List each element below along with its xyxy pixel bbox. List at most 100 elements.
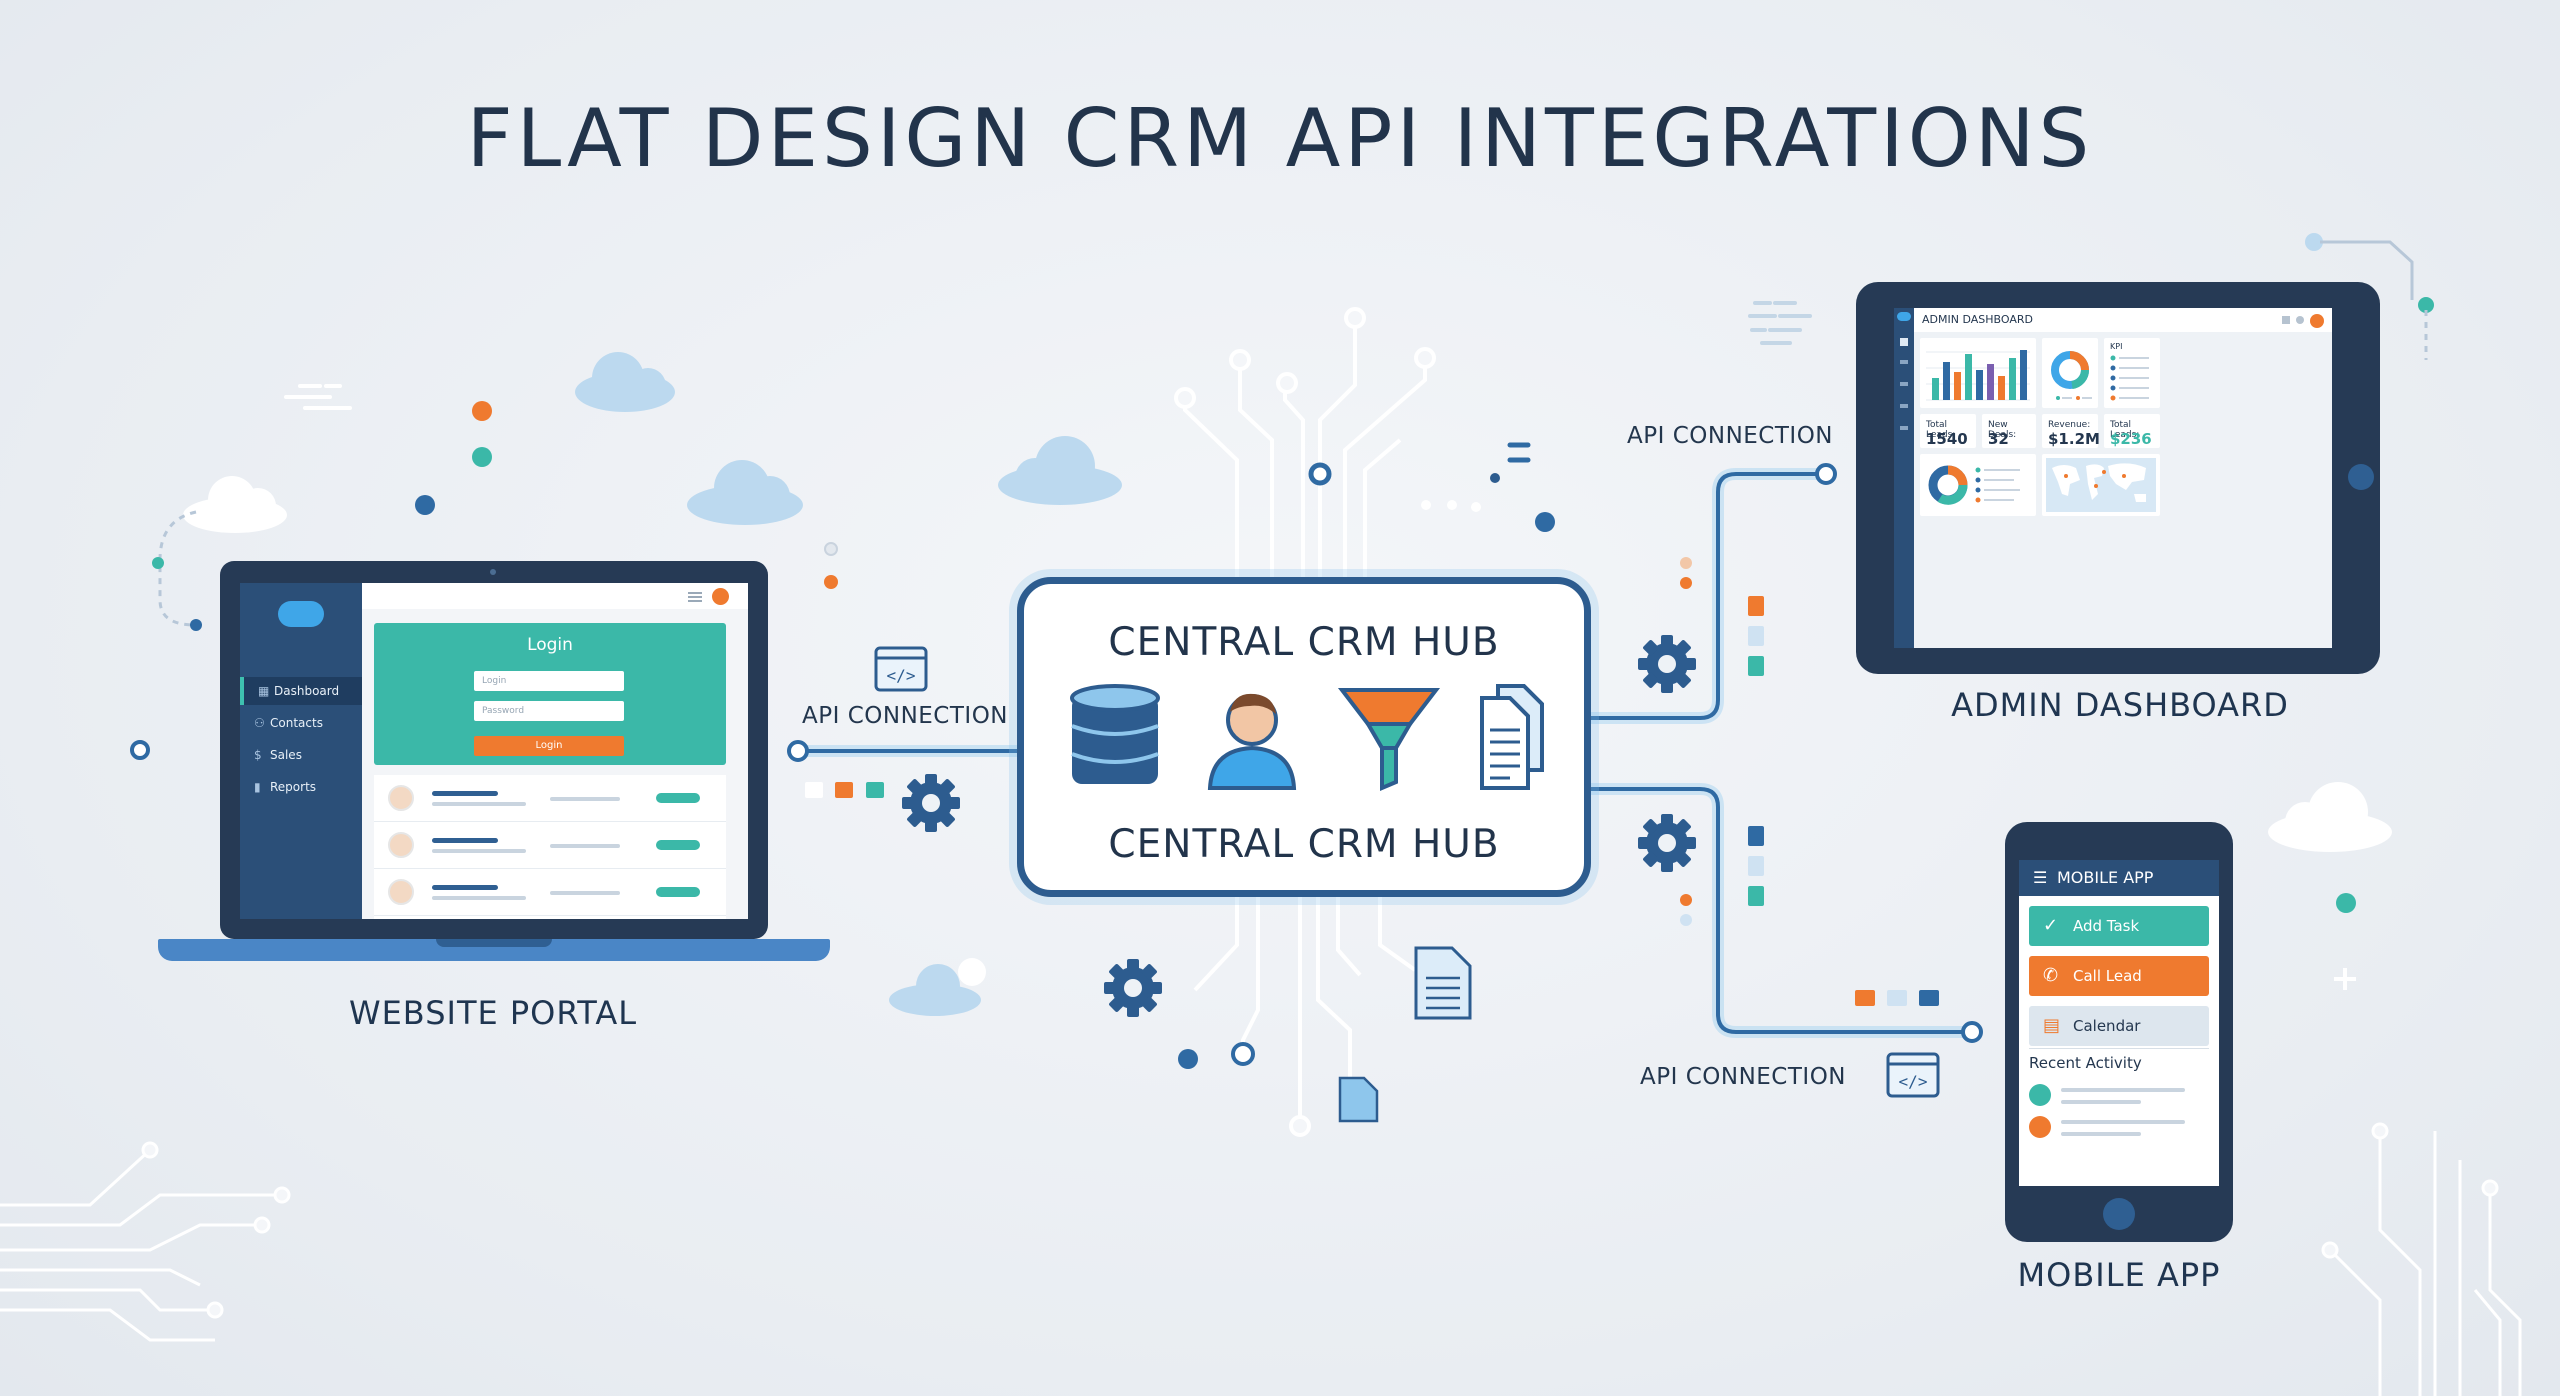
password-field[interactable]: Password: [474, 701, 624, 721]
portal-topbar: [362, 583, 748, 609]
laptop-base: [158, 939, 830, 961]
stat-label: Total Leads:: [1926, 420, 1956, 440]
dotted-path: [158, 510, 197, 627]
circuit-nodes-bottom: [1289, 1115, 1311, 1137]
world-map-card: [2042, 454, 2160, 516]
portal-sidebar: ▦Dashboard ⚇Contacts $Sales ▮Reports: [240, 583, 362, 919]
circuit-line: [2320, 240, 2414, 300]
laptop-screen: ▦Dashboard ⚇Contacts $Sales ▮Reports Log…: [220, 561, 768, 939]
portal-main: Login Login Password Login: [362, 583, 748, 919]
cloud-icon: [183, 476, 287, 533]
sidebar-item-contacts[interactable]: ⚇Contacts: [240, 709, 362, 737]
text-placeholder: [432, 802, 526, 806]
login-button[interactable]: Login: [474, 736, 624, 756]
cloud-decorations: [575, 352, 1122, 1016]
speed-lines-left: [284, 384, 352, 410]
tablet-home-button[interactable]: [2348, 464, 2374, 490]
add-task-button[interactable]: ✓Add Task: [2029, 906, 2209, 946]
button-label: Add Task: [2073, 917, 2140, 935]
kpi-card-title: KPI: [2110, 342, 2123, 351]
button-label: Calendar: [2073, 1017, 2141, 1035]
window-icon[interactable]: [2282, 316, 2290, 324]
stat-value: 32: [1988, 430, 2009, 448]
nav-icon[interactable]: [1900, 382, 1908, 386]
gear-icon: [1638, 635, 1696, 693]
donut-chart-card: [2042, 338, 2098, 408]
nav-icon[interactable]: [1900, 404, 1908, 408]
hub-title-bottom: CENTRAL CRM HUB: [1108, 822, 1500, 867]
phone-home-button[interactable]: [2103, 1198, 2135, 1230]
white-cloud-decorations: [183, 476, 2392, 986]
sidebar-item-reports[interactable]: ▮Reports: [240, 773, 362, 801]
connector-hub-to-admin: [1591, 463, 1837, 724]
cloud-icon: [958, 958, 986, 986]
avatar: [388, 879, 414, 905]
admin-header-title: ADMIN DASHBOARD: [1914, 308, 2332, 332]
world-map: [2046, 458, 2156, 512]
text-placeholder: [550, 797, 620, 801]
nav-icon[interactable]: [1900, 360, 1908, 364]
calendar-button[interactable]: ▤ Calendar: [2029, 1006, 2209, 1046]
status-pill: [656, 840, 700, 850]
data-packets-top-right: [1748, 596, 1764, 676]
calendar-icon: ▤: [2043, 1015, 2061, 1036]
hub-icons: [1070, 684, 1544, 792]
stat-value: $236: [2110, 430, 2152, 448]
call-lead-button[interactable]: ✆Call Lead: [2029, 956, 2209, 996]
document-icon: [1414, 946, 1472, 1020]
avatar: [388, 832, 414, 858]
grid-icon[interactable]: [1900, 338, 1908, 346]
pie-chart-card: [1920, 454, 2036, 516]
code-window-icon: [1886, 1052, 1940, 1098]
avatar: [388, 785, 414, 811]
donut-chart: [2051, 351, 2092, 400]
website-portal-ui: ▦Dashboard ⚇Contacts $Sales ▮Reports Log…: [240, 583, 748, 919]
status-pill: [656, 887, 700, 897]
text-placeholder: [432, 896, 526, 900]
gear-icon: [1638, 814, 1696, 872]
menu-icon[interactable]: [688, 592, 702, 594]
stat-card-total-leads: Total Leads: 1540: [1920, 414, 1976, 448]
avatar[interactable]: [2310, 314, 2324, 328]
mobile-header: ☰MOBILE APP: [2019, 860, 2219, 896]
funnel-icon: [1337, 688, 1441, 792]
admin-dashboard-caption: ADMIN DASHBOARD: [1951, 686, 2289, 724]
dollar-icon: $: [254, 748, 262, 762]
nav-icon[interactable]: [1900, 426, 1908, 430]
api-connection-label: API CONNECTION: [802, 703, 1009, 729]
avatar[interactable]: [712, 588, 729, 605]
stat-value: 1540: [1926, 430, 1968, 448]
sidebar-item-sales[interactable]: $Sales: [240, 741, 362, 769]
menu-icon[interactable]: ☰: [2033, 868, 2048, 887]
text-placeholder: [2061, 1100, 2141, 1104]
username-field[interactable]: Login: [474, 671, 624, 691]
bell-icon[interactable]: [2296, 316, 2304, 324]
list-item[interactable]: [374, 822, 726, 869]
documents-icon: [1480, 684, 1544, 790]
stat-label: Revenue:: [2048, 420, 2091, 430]
website-portal-caption: WEBSITE PORTAL: [348, 994, 638, 1032]
bar: [1998, 376, 2005, 400]
hub-title-top: CENTRAL CRM HUB: [1108, 620, 1500, 665]
code-window-icon: [874, 646, 928, 692]
grid-icon: ▦: [258, 684, 270, 698]
sidebar-item-dashboard[interactable]: ▦Dashboard: [240, 677, 362, 705]
login-title: Login: [527, 635, 573, 655]
recent-activity-heading: Recent Activity: [2029, 1054, 2142, 1072]
admin-dashboard-ui: ADMIN DASHBOARD KPI: [1894, 308, 2332, 648]
data-packets-left: [805, 782, 884, 798]
gear-icon: [902, 774, 960, 832]
list-item[interactable]: [374, 775, 726, 822]
sidebar-item-label: Contacts: [270, 716, 323, 730]
dot: [190, 619, 202, 631]
speed-lines-right: [1748, 301, 1812, 345]
text-placeholder: [432, 838, 498, 843]
stat-label: New Deals:: [1988, 420, 2017, 440]
bar-chart: [1926, 350, 2030, 401]
cloud-icon: [889, 964, 981, 1016]
speed-lines-center: [1507, 442, 1531, 463]
phone-device: ☰MOBILE APP ✓Add Task ✆Call Lead ▤ Calend…: [2005, 822, 2233, 1242]
activity-dot: [2029, 1084, 2051, 1106]
list-item[interactable]: [374, 869, 726, 916]
